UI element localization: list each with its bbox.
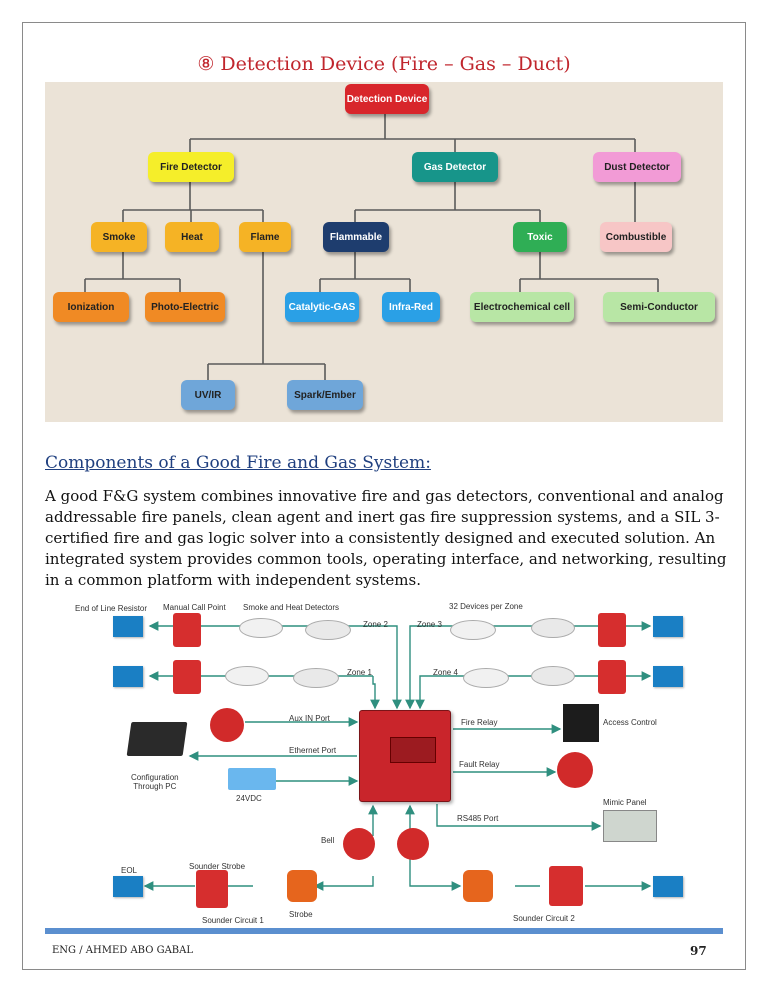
label-sounder-circuit-1: Sounder Circuit 1 xyxy=(202,916,264,925)
eol-resistor-box xyxy=(113,616,143,637)
node-detection-device: Detection Device xyxy=(345,84,429,114)
node-smoke: Smoke xyxy=(91,222,147,252)
smoke-detector xyxy=(463,668,509,688)
label-configuration-pc: Configuration Through PC xyxy=(131,773,179,791)
heat-detector xyxy=(305,620,351,640)
section-heading: Components of a Good Fire and Gas System… xyxy=(45,453,431,473)
tree-connectors xyxy=(84,114,659,380)
manual-call-point xyxy=(598,660,626,694)
node-flame: Flame xyxy=(239,222,291,252)
node-toxic: Toxic xyxy=(513,222,567,252)
fire-gas-system-diagram: End of Line Resistor Manual Call Point S… xyxy=(45,596,723,929)
node-catalytic-gas: Catalytic-GAS xyxy=(285,292,359,322)
bell-icon xyxy=(397,828,429,860)
laptop-icon xyxy=(126,722,188,756)
sounder-strobe xyxy=(196,870,228,908)
label-zone-4: Zone 4 xyxy=(433,668,458,677)
node-ionization: Ionization xyxy=(53,292,129,322)
sounder-strobe xyxy=(549,866,583,906)
heat-detector xyxy=(293,668,339,688)
smoke-detector xyxy=(239,618,283,638)
label-devices-per-zone: 32 Devices per Zone xyxy=(449,602,523,611)
bell-icon xyxy=(210,708,244,742)
page-number: 97 xyxy=(690,944,707,958)
manual-call-point xyxy=(173,613,201,647)
footer-accent-bar xyxy=(45,928,723,934)
page-border xyxy=(22,22,746,970)
node-gas-detector: Gas Detector xyxy=(412,152,498,182)
footer-author: ENG / AHMED ABO GABAL xyxy=(52,945,193,956)
node-electrochemical-cell: Electrochemical cell xyxy=(470,292,574,322)
label-24vdc: 24VDC xyxy=(236,794,262,803)
body-paragraph: A good F&G system combines innovative fi… xyxy=(45,487,727,589)
eol-resistor-box xyxy=(113,876,143,897)
eol-resistor-box xyxy=(653,616,683,637)
bell-icon xyxy=(343,828,375,860)
label-end-of-line-resistor: End of Line Resistor xyxy=(75,604,148,613)
heat-detector xyxy=(531,666,575,686)
label-eol: EOL xyxy=(121,866,138,875)
node-flammable: Flammable xyxy=(323,222,389,252)
eol-resistor-box xyxy=(653,876,683,897)
heat-detector xyxy=(531,618,575,638)
label-bell: Bell xyxy=(321,836,335,845)
node-spark-ember: Spark/Ember xyxy=(287,380,363,410)
node-photo-electric: Photo-Electric xyxy=(145,292,225,322)
label-aux-in-port: Aux IN Port xyxy=(289,714,330,723)
label-access-control: Access Control xyxy=(603,718,657,727)
label-fault-relay: Fault Relay xyxy=(459,760,500,769)
node-fire-detector: Fire Detector xyxy=(148,152,234,182)
node-dust-detector: Dust Detector xyxy=(593,152,681,182)
bell-icon xyxy=(557,752,593,788)
label-zone-3: Zone 3 xyxy=(417,620,442,629)
label-rs485-port: RS485 Port xyxy=(457,814,499,823)
label-sounder-strobe: Sounder Strobe xyxy=(189,862,246,871)
label-zone-1: Zone 1 xyxy=(347,668,372,677)
power-supply xyxy=(228,768,276,790)
label-fire-relay: Fire Relay xyxy=(461,718,498,727)
node-semi-conductor: Semi-Conductor xyxy=(603,292,715,322)
label-zone-2: Zone 2 xyxy=(363,620,388,629)
fire-alarm-control-panel xyxy=(359,710,451,802)
access-control-unit xyxy=(563,704,599,742)
label-manual-call-point: Manual Call Point xyxy=(163,603,226,612)
node-heat: Heat xyxy=(165,222,219,252)
eol-resistor-box xyxy=(113,666,143,687)
strobe-icon xyxy=(287,870,317,902)
strobe-icon xyxy=(463,870,493,902)
label-sounder-circuit-2: Sounder Circuit 2 xyxy=(513,914,575,923)
label-mimic-panel: Mimic Panel xyxy=(603,798,647,807)
smoke-detector xyxy=(225,666,269,686)
label-smoke-heat-detectors: Smoke and Heat Detectors xyxy=(243,603,340,612)
node-uv-ir: UV/IR xyxy=(181,380,235,410)
eol-resistor-box xyxy=(653,666,683,687)
manual-call-point xyxy=(598,613,626,647)
smoke-detector xyxy=(450,620,496,640)
manual-call-point xyxy=(173,660,201,694)
mimic-panel xyxy=(603,810,657,842)
label-strobe: Strobe xyxy=(289,910,313,919)
node-infra-red: Infra-Red xyxy=(382,292,440,322)
detection-device-tree: Detection Device Fire Detector Gas Detec… xyxy=(45,82,723,422)
page-title: ⑧ Detection Device (Fire – Gas – Duct) xyxy=(197,53,571,75)
label-ethernet-port: Ethernet Port xyxy=(289,746,337,755)
node-combustible: Combustible xyxy=(600,222,672,252)
